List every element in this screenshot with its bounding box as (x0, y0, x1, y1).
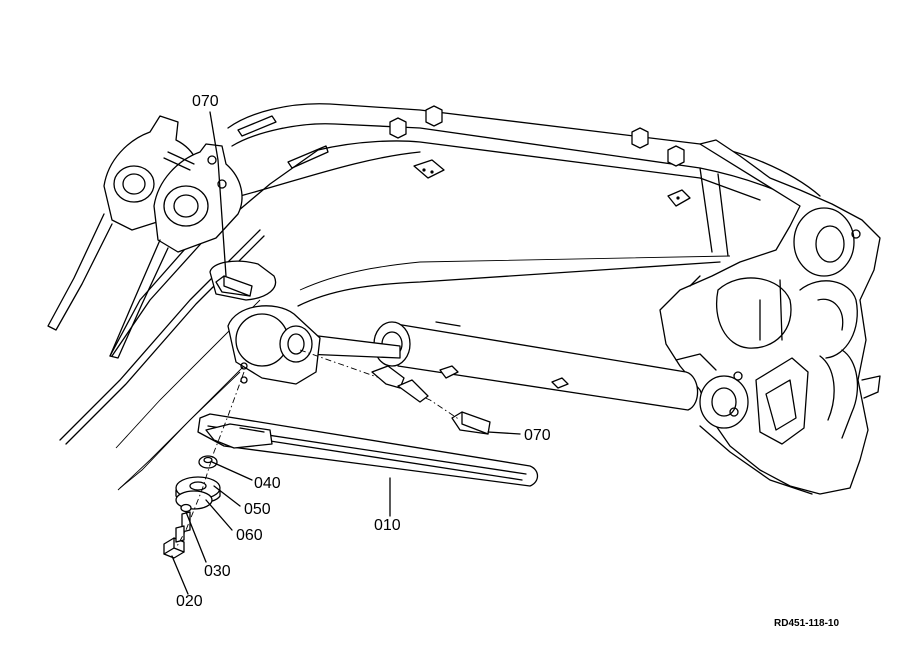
callout-060: 060 (236, 527, 263, 544)
pad-070-lower (451, 411, 491, 435)
leader-lines (171, 111, 521, 595)
callout-070-upper: 070 (192, 93, 219, 110)
boom-cylinder (209, 260, 699, 411)
callout-020: 020 (176, 593, 203, 610)
callout-070-lower: 070 (524, 427, 551, 444)
callout-labels: 070 070 040 050 060 010 030 020 (176, 93, 551, 610)
callout-010: 010 (374, 517, 401, 534)
pad-070-upper (215, 275, 253, 297)
assembly-lines (175, 349, 461, 549)
callout-040: 040 (254, 475, 281, 492)
bolt-020 (163, 525, 185, 559)
reference-code: RD451-118-10 (774, 618, 839, 629)
nut-040 (198, 455, 218, 469)
callout-030: 030 (204, 563, 231, 580)
callout-050: 050 (244, 501, 271, 518)
guide-bar-010 (197, 413, 539, 487)
boom-foot-casting (659, 139, 881, 495)
